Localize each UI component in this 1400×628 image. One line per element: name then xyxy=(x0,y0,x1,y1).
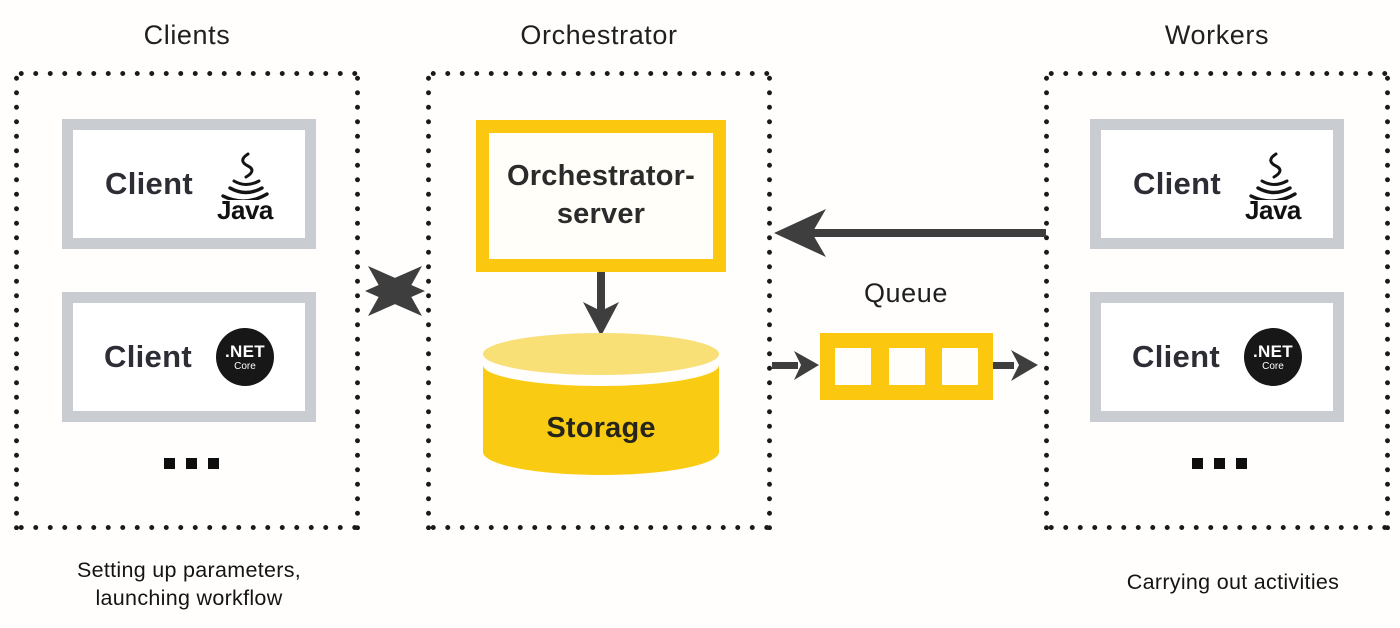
server-to-storage-arrow-icon xyxy=(583,272,619,336)
workers-caption: Carrying out activities xyxy=(1126,570,1340,594)
client-label: Client xyxy=(105,166,193,201)
worker-box-java-inner: Client Java xyxy=(1101,130,1333,238)
storage-label: Storage xyxy=(546,412,656,444)
client-box-dotnet: Client .NET Core xyxy=(62,292,316,422)
orchestrator-server-inner: Orchestrator- server xyxy=(489,133,713,259)
java-wordmark: Java xyxy=(217,194,273,225)
dotnet-core-logo-icon: .NET Core xyxy=(215,328,274,386)
clients-caption: Setting up parameters, launching workflo… xyxy=(76,558,302,611)
queue-label: Queue xyxy=(863,278,949,308)
client-box-java-inner: Client Java xyxy=(73,130,305,238)
clients-orchestrator-link-icon xyxy=(365,266,425,316)
queue-slot xyxy=(888,348,925,385)
client-box-java: Client Java xyxy=(62,119,316,249)
orchestrator-to-queue-arrow-icon xyxy=(772,351,819,380)
orchestrator-server-box: Orchestrator- server xyxy=(476,120,726,272)
client-label: Client xyxy=(1133,166,1221,201)
orchestrator-server-label: Orchestrator- server xyxy=(507,160,695,230)
java-logo-icon: Java xyxy=(217,152,273,223)
queue-to-workers-arrow-icon xyxy=(993,350,1038,381)
worker-box-java: Client Java xyxy=(1090,119,1344,249)
workers-to-orchestrator-arrow-icon xyxy=(774,209,1046,257)
queue-box xyxy=(820,333,993,400)
workers-section-title: Workers xyxy=(1164,20,1270,50)
orchestrator-section-title: Orchestrator xyxy=(520,20,678,50)
more-clients-ellipsis-icon xyxy=(164,458,219,469)
storage-cylinder-icon xyxy=(483,333,719,475)
more-workers-ellipsis-icon xyxy=(1192,458,1247,469)
client-label: Client xyxy=(1132,339,1220,374)
java-logo-icon: Java xyxy=(1245,152,1301,223)
queue-slot xyxy=(835,348,871,385)
client-label: Client xyxy=(104,339,192,374)
worker-box-dotnet-inner: Client .NET Core xyxy=(1101,303,1333,411)
worker-box-dotnet: Client .NET Core xyxy=(1090,292,1344,422)
client-box-dotnet-inner: Client .NET Core xyxy=(73,303,305,411)
dotnet-core-logo-icon: .NET Core xyxy=(1243,328,1302,386)
queue-slot xyxy=(942,348,978,385)
java-wordmark: Java xyxy=(1245,194,1301,225)
clients-section-title: Clients xyxy=(143,20,231,50)
